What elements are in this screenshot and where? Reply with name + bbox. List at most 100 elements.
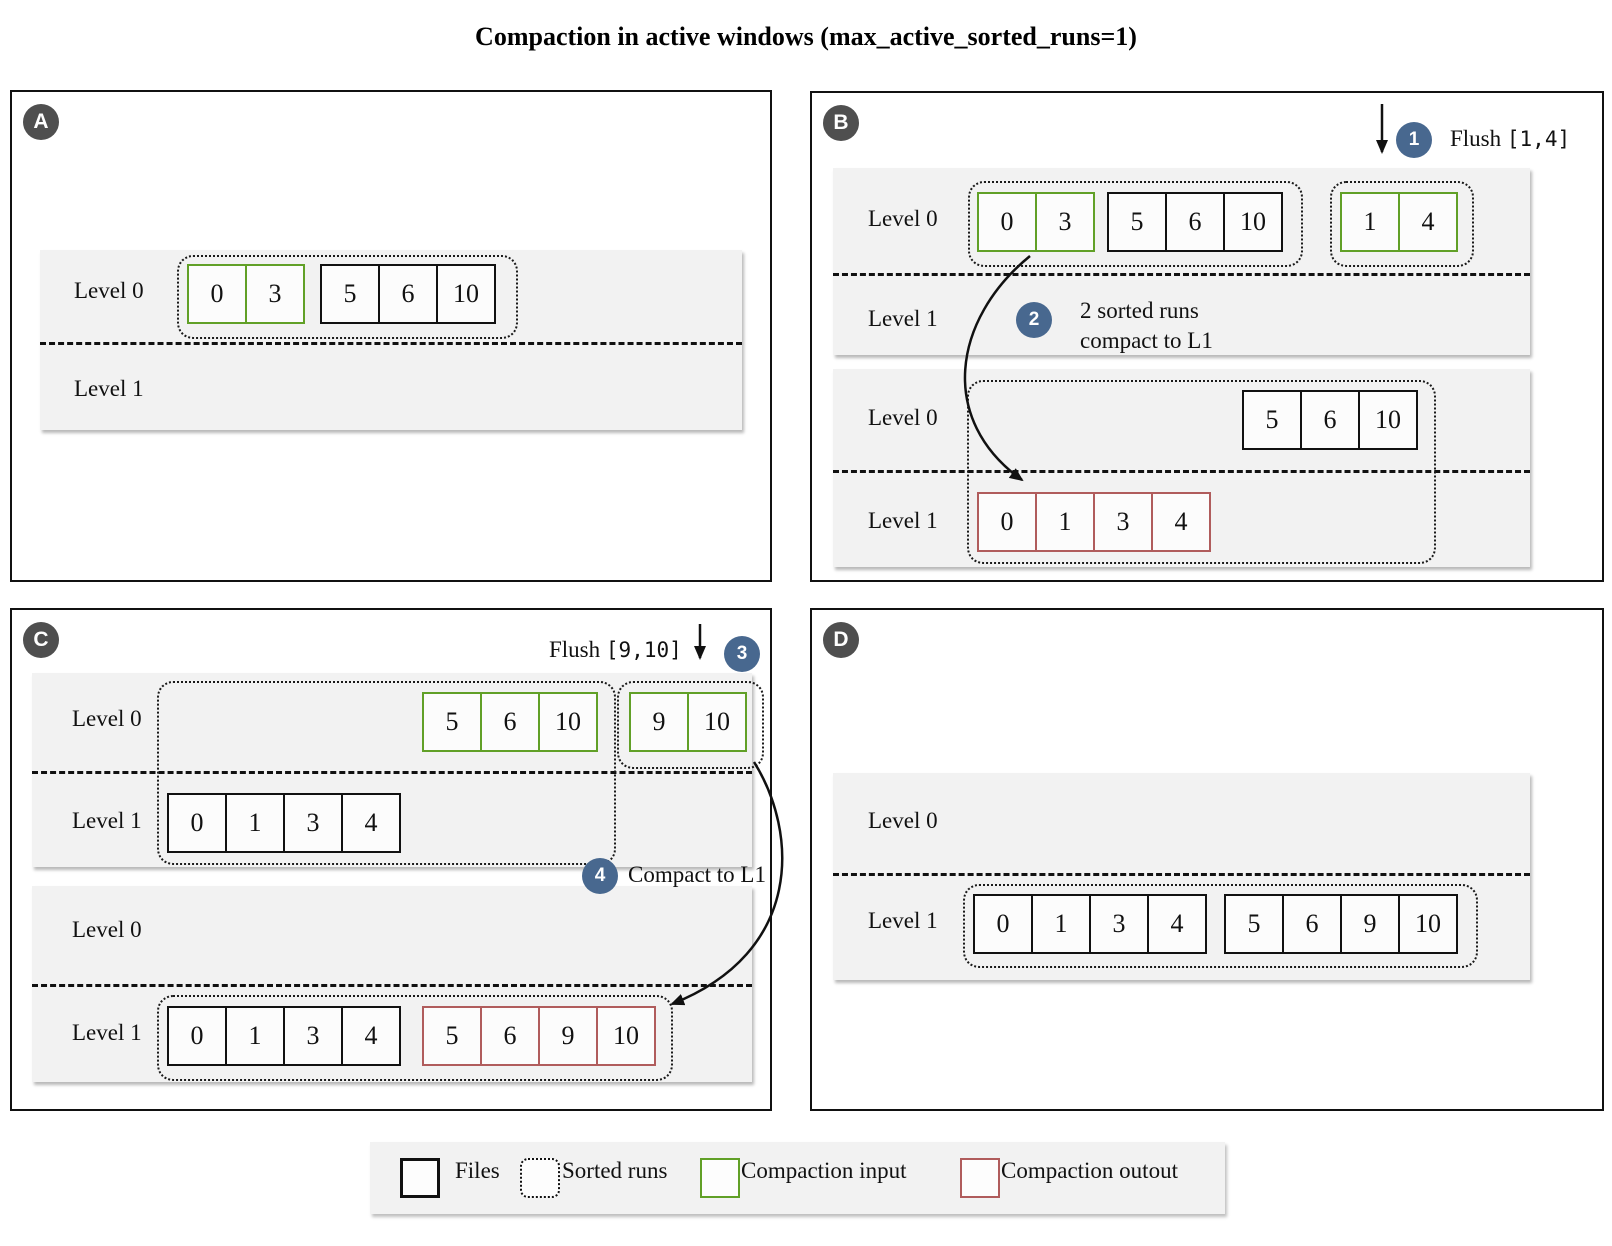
- legend-compaction-input-label: Compaction input: [741, 1158, 907, 1183]
- sorted-run-outline: [157, 995, 673, 1081]
- panel-d: D Level 0 Level 1 0 1 3 4 5 6 9 10: [810, 608, 1604, 1111]
- sorted-run-files: 5 6 10: [320, 264, 496, 324]
- sorted-run-outline: [968, 181, 1303, 267]
- file-cell: 4: [1151, 492, 1211, 552]
- file-cell: 1: [225, 1006, 285, 1066]
- file-cell: 4: [1147, 894, 1207, 954]
- file-cell: 5: [320, 264, 380, 324]
- file-cell: 0: [167, 1006, 227, 1066]
- file-cell: 3: [1089, 894, 1149, 954]
- panel-b-badge: B: [823, 105, 859, 141]
- file-cell: 0: [973, 894, 1033, 954]
- level-divider: [833, 273, 1530, 276]
- level-divider: [32, 984, 752, 987]
- file-cell: 5: [422, 1006, 482, 1066]
- file-cell: 0: [977, 192, 1037, 252]
- sorted-run-compaction-output: 0 1 3 4: [977, 492, 1211, 552]
- file-cell: 0: [977, 492, 1037, 552]
- sorted-run-compaction-input: 0 3: [187, 264, 305, 324]
- sorted-run-compaction-input: 0 3: [977, 192, 1095, 252]
- step-2-line1: 2 sorted runs: [1080, 298, 1199, 323]
- file-cell: 4: [341, 793, 401, 853]
- step-2-label: 2 sorted runs compact to L1: [1080, 296, 1213, 356]
- compaction-input-swatch: [700, 1158, 740, 1198]
- sorted-run-outline: [963, 884, 1478, 968]
- file-cell: 4: [1398, 192, 1458, 252]
- level0-label: Level 0: [72, 917, 142, 942]
- panel-a: A Level 0 Level 1 0 3 5 6 10: [10, 90, 772, 582]
- legend-sorted-runs-label: Sorted runs: [562, 1158, 668, 1183]
- step-1-badge: 1: [1396, 122, 1432, 158]
- sorted-run-files: 5 6 10: [1107, 192, 1283, 252]
- file-cell: 5: [1224, 894, 1284, 954]
- step-3-label: Flush [9,10]: [549, 637, 682, 663]
- sorted-run-flushed: 1 4: [1340, 192, 1458, 252]
- file-cell: 6: [378, 264, 438, 324]
- file-cell: 3: [245, 264, 305, 324]
- panel-d-badge: D: [823, 622, 859, 658]
- step-2-badge: 2: [1016, 302, 1052, 338]
- file-cell: 9: [1340, 894, 1400, 954]
- file-cell: 5: [1107, 192, 1167, 252]
- sorted-run-files: 5 6 9 10: [1224, 894, 1458, 954]
- sorted-run-files: 0 1 3 4: [167, 793, 401, 853]
- file-cell: 10: [1398, 894, 1458, 954]
- legend-files-label: Files: [455, 1158, 500, 1183]
- level-divider: [40, 342, 742, 345]
- level-divider: [833, 873, 1530, 876]
- step-3-badge: 3: [724, 636, 760, 672]
- sorted-run-files: 0 1 3 4: [167, 1006, 401, 1066]
- sorted-run-outline: [1330, 181, 1474, 267]
- file-cell: 6: [480, 1006, 540, 1066]
- sorted-run-files: 0 1 3 4: [973, 894, 1207, 954]
- file-cell: 10: [436, 264, 496, 324]
- panel-c-badge: C: [23, 622, 59, 658]
- file-cell: 1: [1035, 492, 1095, 552]
- step-2-line2: compact to L1: [1080, 328, 1213, 353]
- panel-b: B 1 Flush [1,4] Level 0 Level 1 0 3 5 6 …: [810, 91, 1604, 582]
- sorted-run-compaction-output: 5 6 9 10: [422, 1006, 656, 1066]
- file-cell: 5: [1242, 390, 1302, 450]
- sorted-run-outline: [177, 255, 518, 339]
- level-divider: [32, 771, 752, 774]
- file-cell: 1: [1340, 192, 1400, 252]
- diagram-title: Compaction in active windows (max_active…: [475, 22, 1137, 51]
- step-1-label: Flush [1,4]: [1450, 126, 1570, 152]
- file-cell: 0: [187, 264, 247, 324]
- file-cell: 5: [422, 692, 482, 752]
- level0-label: Level 0: [74, 278, 144, 303]
- flush-range: [9,10]: [605, 638, 682, 662]
- level1-label: Level 1: [74, 376, 144, 401]
- flush-action: Flush: [549, 637, 601, 662]
- file-cell: 6: [1282, 894, 1342, 954]
- file-cell: 10: [1358, 390, 1418, 450]
- level1-label: Level 1: [868, 508, 938, 533]
- sorted-run-compaction-input: 5 6 10: [422, 692, 598, 752]
- panel-a-badge: A: [23, 104, 59, 140]
- file-cell: 6: [480, 692, 540, 752]
- sorted-run-flushed: 9 10: [629, 692, 747, 752]
- compaction-output-swatch: [960, 1158, 1000, 1198]
- legend: Files Sorted runs Compaction input Compa…: [370, 1142, 1225, 1214]
- file-cell: 3: [1035, 192, 1095, 252]
- file-cell: 6: [1300, 390, 1360, 450]
- file-cell: 1: [1031, 894, 1091, 954]
- file-cell: 1: [225, 793, 285, 853]
- file-cell: 10: [596, 1006, 656, 1066]
- file-cell: 10: [1223, 192, 1283, 252]
- legend-compaction-output-label: Compaction outout: [1001, 1158, 1178, 1183]
- level0-label: Level 0: [868, 405, 938, 430]
- file-cell: 9: [538, 1006, 598, 1066]
- level1-label: Level 1: [868, 908, 938, 933]
- step-4-badge: 4: [582, 858, 618, 894]
- file-cell: 9: [629, 692, 689, 752]
- file-cell: 3: [283, 793, 343, 853]
- file-cell: 0: [167, 793, 227, 853]
- sorted-run-outline: [157, 681, 616, 865]
- file-cell: 4: [341, 1006, 401, 1066]
- sorted-run-files: 5 6 10: [1242, 390, 1418, 450]
- flush-action: Flush: [1450, 126, 1502, 151]
- level-divider: [833, 470, 1530, 473]
- files-swatch: [400, 1158, 440, 1198]
